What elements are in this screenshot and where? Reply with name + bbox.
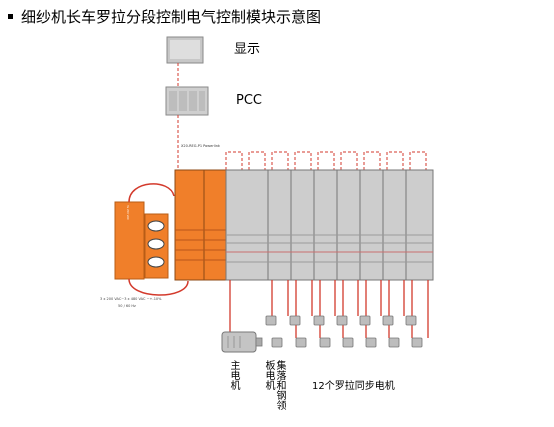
main-motor-label: 主电机 bbox=[228, 360, 239, 390]
powerlink-label: X20-REG-P1 Powerlink bbox=[181, 144, 221, 148]
supply-loop-top bbox=[128, 183, 175, 203]
supply-line-2: 50 / 60 Hz bbox=[118, 304, 136, 308]
pcc-device bbox=[165, 86, 209, 116]
drive-modules bbox=[225, 169, 434, 281]
display-device bbox=[166, 36, 204, 64]
rectifier-unit: 3x 200 VAC bbox=[114, 201, 145, 280]
roller-motors-lower bbox=[271, 337, 423, 348]
title-row: 细纱机长车罗拉分段控制电气控制模块示意图 bbox=[8, 6, 321, 27]
svg-text:3x 200 VAC: 3x 200 VAC bbox=[126, 205, 130, 220]
powerlink-bus bbox=[225, 151, 427, 170]
roller-motors-upper bbox=[265, 315, 417, 326]
bullet-icon bbox=[8, 14, 13, 19]
supply-loop-bottom bbox=[128, 278, 189, 296]
display-label: 显示 bbox=[234, 42, 261, 57]
settle-motor-label: 集落和钢领板电机 bbox=[263, 360, 285, 410]
roller-motors-label: 12个罗拉同步电机 bbox=[312, 381, 395, 392]
main-motor bbox=[221, 331, 263, 353]
choke-unit bbox=[144, 213, 169, 279]
motor-cables bbox=[229, 280, 429, 338]
supply-line-1: 3 x 200 VAC~3 x 480 VAC ~+-10% bbox=[100, 297, 162, 301]
page-title: 细纱机长车罗拉分段控制电气控制模块示意图 bbox=[21, 8, 322, 26]
supply-modules bbox=[174, 169, 227, 281]
pcc-label: PCC bbox=[236, 93, 262, 108]
